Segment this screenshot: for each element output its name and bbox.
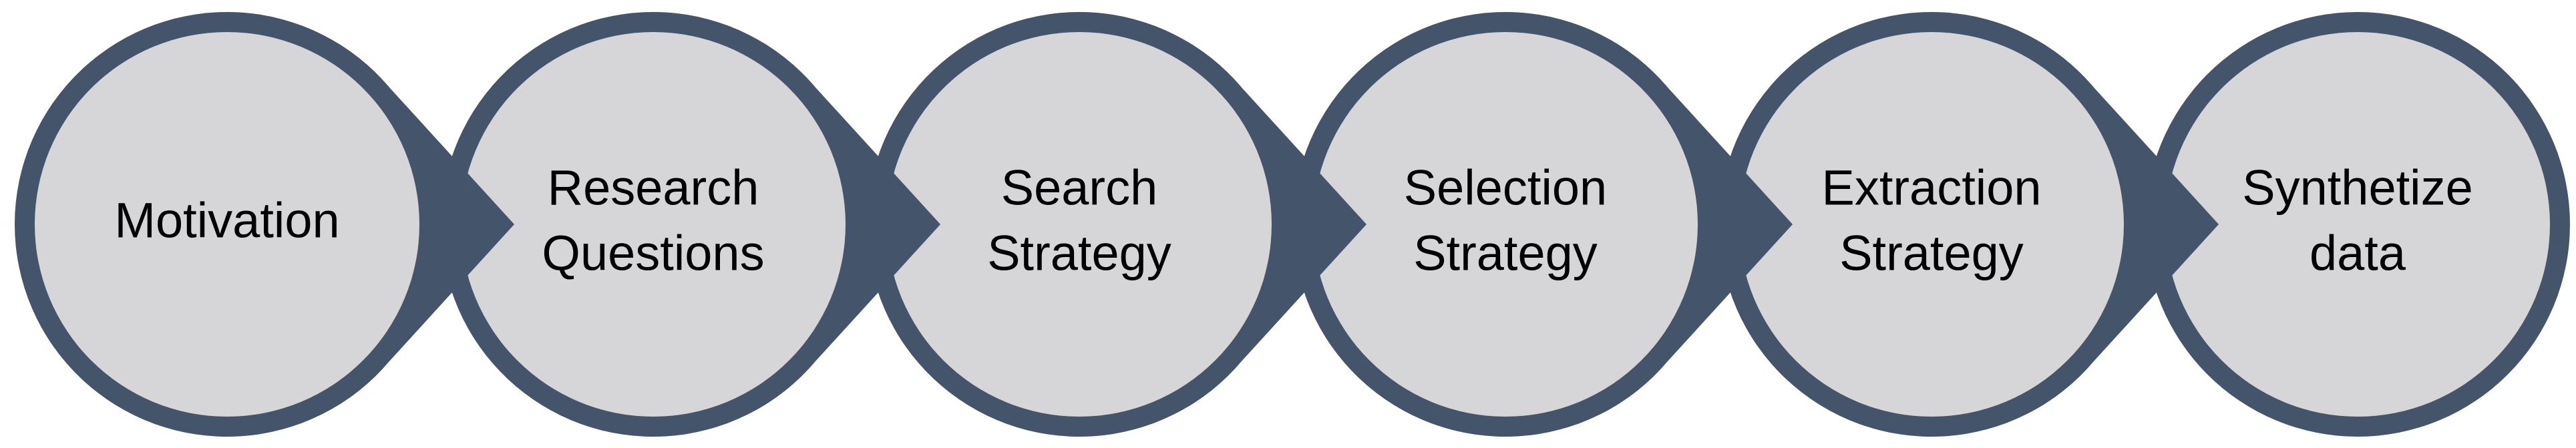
step-label-line: Strategy: [1413, 226, 1598, 281]
step-label-line: Extraction: [1821, 160, 2041, 216]
step-label-line: Strategy: [987, 226, 1171, 281]
step-label-line: Strategy: [1839, 226, 2024, 281]
step-node-6: Synthetize data: [2145, 12, 2570, 437]
step-label-line: Search: [1001, 160, 1157, 216]
step-label-line: Questions: [542, 226, 764, 281]
step-label-line: data: [2310, 226, 2406, 281]
step-label-line: Selection: [1404, 160, 1607, 216]
step-circle: [1739, 32, 2124, 417]
step-label-line: Research: [548, 160, 759, 216]
step-circle: [1313, 32, 1698, 417]
step-label-line: Synthetize: [2242, 160, 2473, 216]
step-circle: [461, 32, 846, 417]
step-circle: [35, 32, 419, 417]
step-label-line: Motivation: [114, 193, 339, 248]
step-node-1: Motivation: [14, 11, 515, 437]
step-circle: [887, 32, 1272, 417]
step-circle: [2165, 32, 2550, 417]
